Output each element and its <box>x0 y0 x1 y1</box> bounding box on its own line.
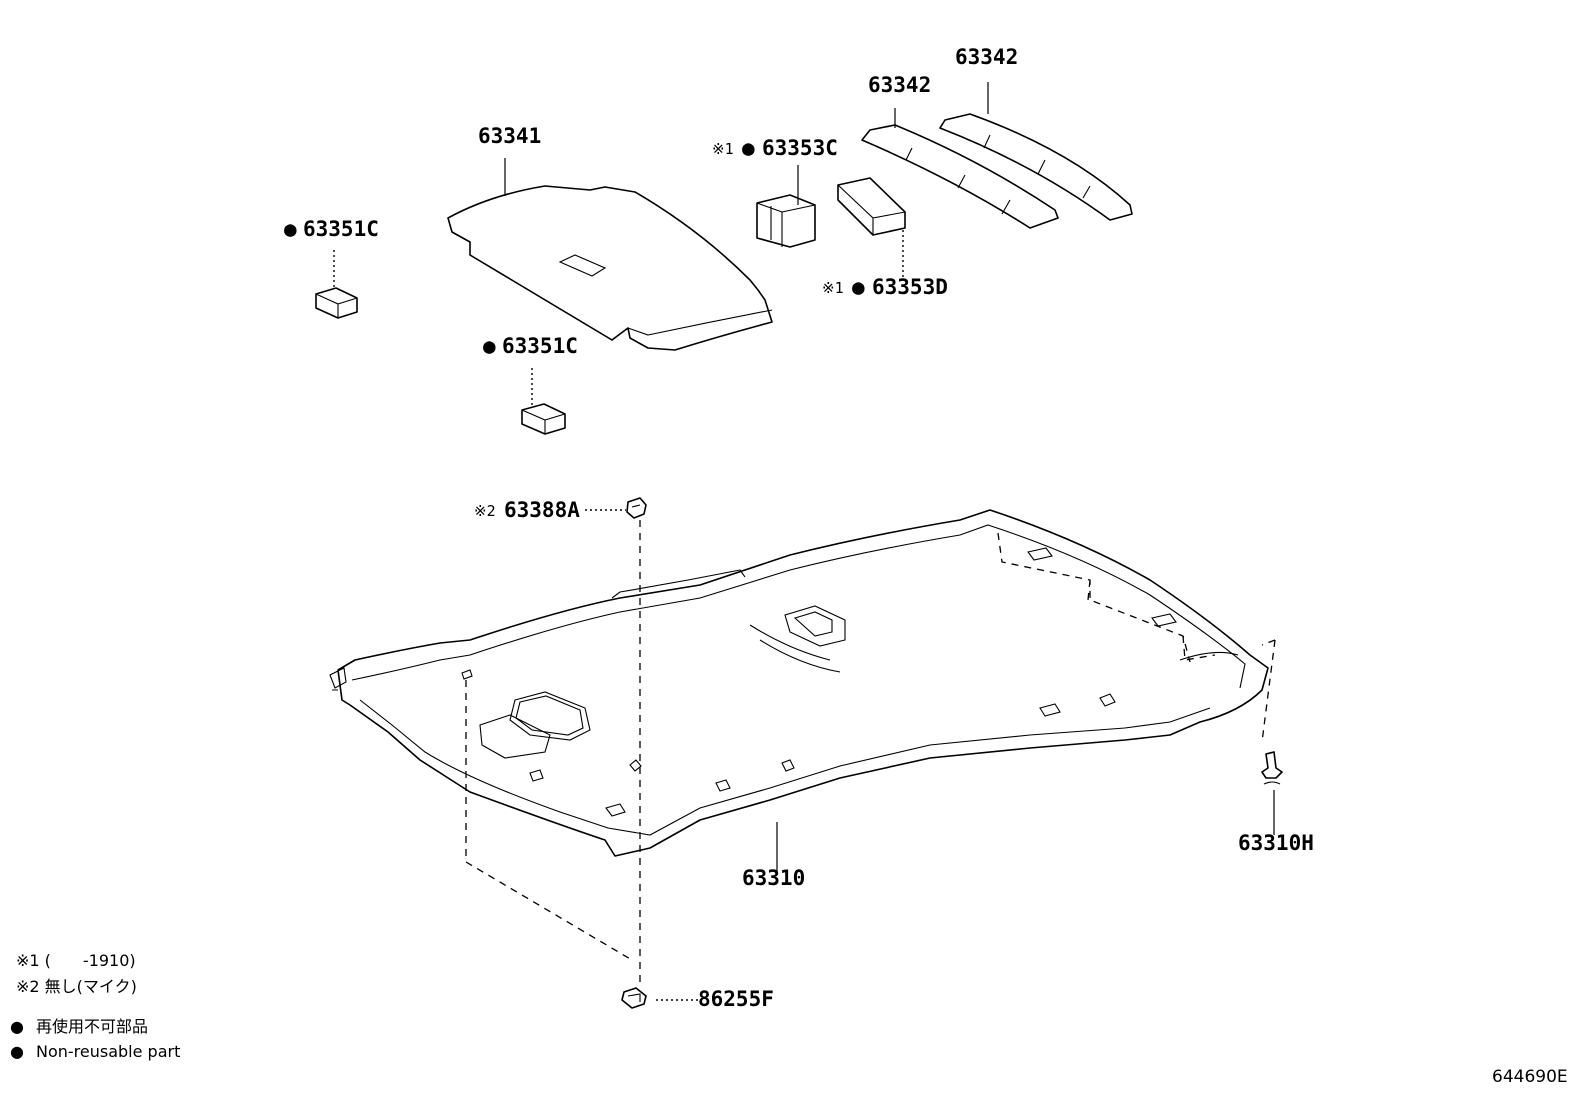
legend-bullet-jp: ● <box>10 1017 24 1036</box>
callout-63341: 63341 <box>478 124 541 148</box>
clip-guide-right <box>1261 639 1276 743</box>
spacer-block-63353D <box>837 177 906 236</box>
roof-pad-63342-front <box>861 124 1059 229</box>
legend-bullet-en: ● <box>10 1042 24 1061</box>
headliner-63310 <box>329 509 1269 857</box>
clip-63310H <box>1261 751 1283 785</box>
legend-note2: ※2 無し(マイク) <box>16 977 137 996</box>
callout-63353C: 63353C <box>762 136 838 160</box>
pad-block-63351C-left <box>315 287 358 319</box>
callout-63310: 63310 <box>742 866 805 890</box>
callout-63353D: 63353D <box>872 275 948 299</box>
pad-block-63351C-center <box>521 403 566 435</box>
note1-mark-63353C: ※1 <box>712 140 734 158</box>
note1-mark-63353D: ※1 <box>822 279 844 297</box>
nonreusable-mark-63351C-center: ● <box>483 334 496 358</box>
clip-guide-diagonal <box>465 680 633 961</box>
legend-nonreusable-en: Non-reusable part <box>36 1042 180 1061</box>
roof-pad-63342-rear <box>939 113 1133 221</box>
legend-note1: ※1 ( -1910) <box>16 951 136 970</box>
diagram-code: 644690E <box>1492 1067 1568 1087</box>
clip-86255F <box>621 987 647 1009</box>
callout-63310H: 63310H <box>1238 831 1314 855</box>
callout-86255F: 86255F <box>698 987 774 1011</box>
legend-nonreusable-jp: 再使用不可部品 <box>36 1017 148 1036</box>
rear-pad-position-outline <box>997 532 1191 663</box>
clip-63388A <box>626 497 647 519</box>
callout-63351C-left: 63351C <box>303 217 379 241</box>
callout-63342-rear: 63342 <box>955 45 1018 69</box>
callout-63351C-center: 63351C <box>502 334 578 358</box>
callout-63388A: 63388A <box>504 498 580 522</box>
nonreusable-mark-63353D: ● <box>852 275 865 299</box>
nonreusable-mark-63351C-left: ● <box>284 217 297 241</box>
callout-63342-front: 63342 <box>868 73 931 97</box>
silencer-pad-63341 <box>447 185 773 351</box>
note2-mark-63388A: ※2 <box>474 502 496 520</box>
spacer-block-63353C <box>756 194 816 248</box>
nonreusable-mark-63353C: ● <box>742 136 755 160</box>
